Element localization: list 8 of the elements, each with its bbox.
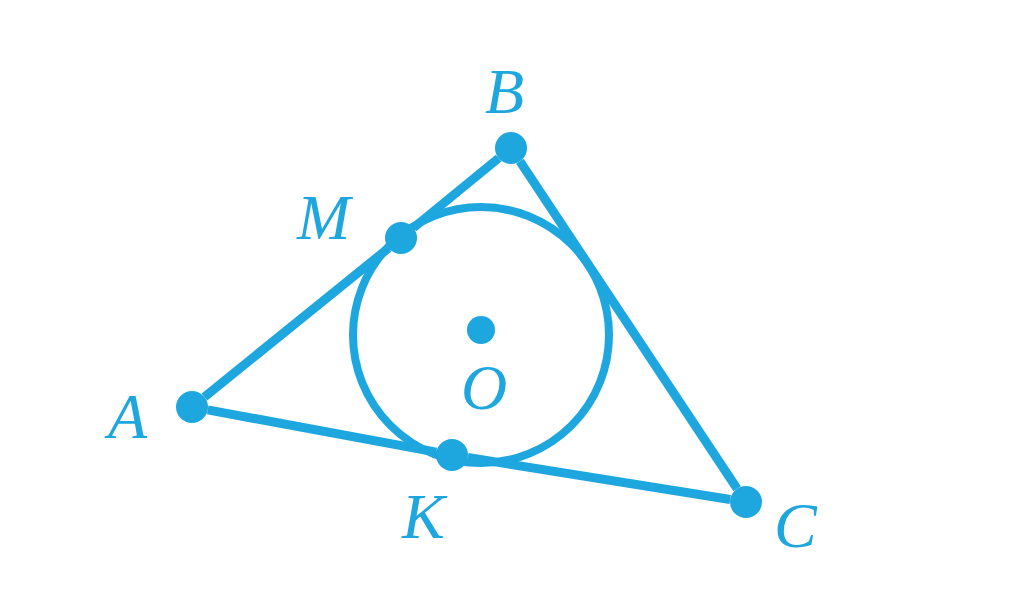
point-label: C [774, 494, 817, 558]
point-label: B [485, 60, 525, 124]
triangle-side [206, 405, 438, 457]
triangle-side [516, 158, 741, 492]
point-label: O [461, 356, 508, 420]
triangle-side [467, 453, 731, 504]
triangle-side [201, 244, 392, 401]
triangle-side [410, 154, 502, 232]
